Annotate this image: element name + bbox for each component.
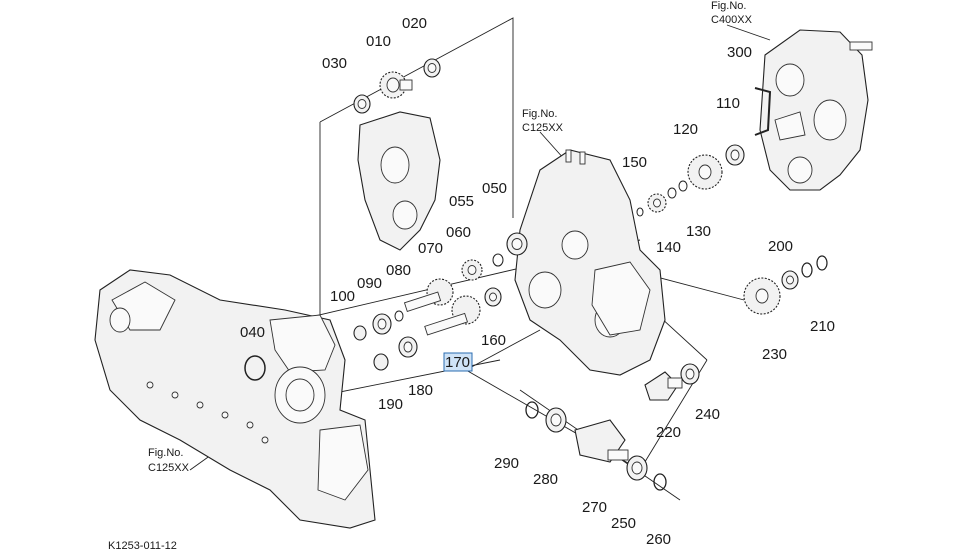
- hydraulic-pump-assembly: [759, 29, 873, 191]
- part-030-bearing: [353, 94, 371, 114]
- part-220-bevel-pinion: [644, 371, 683, 401]
- label-250[interactable]: 250: [611, 515, 636, 532]
- part-090-bearing: [372, 313, 392, 335]
- label-170[interactable]: 170: [445, 354, 470, 371]
- label-010[interactable]: 010: [366, 33, 391, 50]
- label-055[interactable]: 055: [449, 193, 474, 210]
- label-130[interactable]: 130: [686, 223, 711, 240]
- fig-ref-center-line2: C125XX: [522, 122, 564, 134]
- label-190[interactable]: 190: [378, 396, 403, 413]
- part-170-gear-shaft[interactable]: [424, 295, 481, 336]
- cover-plate: [357, 111, 441, 251]
- label-020[interactable]: 020: [402, 15, 427, 32]
- gear-case-center: [514, 149, 666, 376]
- label-030[interactable]: 030: [322, 55, 347, 72]
- part-040-o-ring: [244, 355, 266, 381]
- fig-references: Fig.No. C400XX Fig.No. C125XX Fig.No. C1…: [148, 0, 753, 474]
- part-020-bearing: [423, 58, 441, 78]
- label-080[interactable]: 080: [386, 262, 411, 279]
- part-130-washers: [667, 180, 688, 199]
- label-120[interactable]: 120: [673, 121, 698, 138]
- part-110-shaft: [725, 144, 745, 166]
- label-150[interactable]: 150: [622, 154, 647, 171]
- fig-ref-bottom-left-line1: Fig.No.: [148, 447, 183, 459]
- part-280-bearing: [545, 407, 567, 433]
- label-270[interactable]: 270: [582, 499, 607, 516]
- part-055-washer: [492, 253, 504, 267]
- part-120-gear: [687, 154, 723, 190]
- label-220[interactable]: 220: [656, 424, 681, 441]
- part-230-gear: [743, 277, 781, 315]
- label-200[interactable]: 200: [768, 238, 793, 255]
- fig-ref-bottom-left-line2: C125XX: [148, 462, 190, 474]
- label-230[interactable]: 230: [762, 346, 787, 363]
- label-070[interactable]: 070: [418, 240, 443, 257]
- label-300[interactable]: 300: [727, 44, 752, 61]
- part-210-rings: [801, 255, 828, 278]
- part-250-bearing: [626, 455, 648, 481]
- selected-part-highlight: [443, 352, 473, 372]
- label-280[interactable]: 280: [533, 471, 558, 488]
- part-160-bearing: [484, 287, 502, 307]
- diagram-id: K1253-011-12: [108, 540, 177, 552]
- part-300-rod: [754, 87, 772, 136]
- label-240[interactable]: 240: [695, 406, 720, 423]
- part-labels: 020 010 030 040 050 055 060 070 080 090 …: [240, 15, 835, 548]
- part-190-washer: [373, 353, 389, 371]
- transmission-case-housing: [94, 269, 376, 529]
- label-040[interactable]: 040: [240, 324, 265, 341]
- part-240-bearing: [680, 363, 700, 385]
- part-200-bearing: [781, 270, 799, 290]
- label-180[interactable]: 180: [408, 382, 433, 399]
- label-210[interactable]: 210: [810, 318, 835, 335]
- part-260-ring: [653, 473, 667, 491]
- label-290[interactable]: 290: [494, 455, 519, 472]
- part-290-ring: [525, 401, 539, 419]
- label-090[interactable]: 090: [357, 275, 382, 292]
- components: [244, 58, 828, 491]
- label-110[interactable]: 110: [716, 95, 740, 112]
- part-100-washer: [353, 325, 367, 341]
- part-180-bearing: [398, 336, 418, 358]
- part-060-gear: [461, 259, 483, 281]
- label-060[interactable]: 060: [446, 224, 471, 241]
- part-010-gear: [379, 71, 413, 99]
- part-050-bearing: [506, 232, 528, 256]
- label-140[interactable]: 140: [656, 239, 681, 256]
- part-080-washer: [394, 310, 404, 322]
- part-070-gear-shaft: [403, 278, 454, 312]
- part-140-gear: [647, 193, 667, 213]
- label-050[interactable]: 050: [482, 180, 507, 197]
- fig-ref-top-right-line2: C400XX: [711, 14, 753, 26]
- fig-ref-top-right-line1: Fig.No.: [711, 0, 746, 12]
- label-160[interactable]: 160: [481, 332, 506, 349]
- part-150-snap-ring: [636, 207, 644, 217]
- part-270-bevel-gear-shaft: [574, 419, 629, 463]
- housing-bolt-holes: [146, 381, 269, 444]
- label-100[interactable]: 100: [330, 288, 355, 305]
- fig-ref-center-line1: Fig.No.: [522, 108, 557, 120]
- label-260[interactable]: 260: [646, 531, 671, 548]
